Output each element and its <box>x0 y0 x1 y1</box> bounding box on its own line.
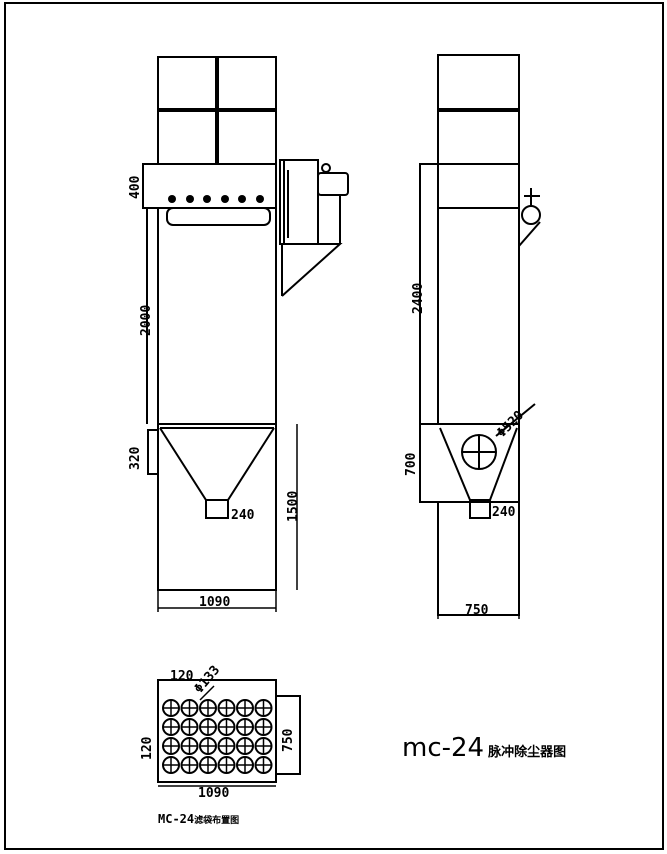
front-dim-hopper: 1500 <box>286 491 301 522</box>
front-support-bracket <box>280 243 343 297</box>
plan-view <box>157 679 301 783</box>
side-dim-body: 2400 <box>411 283 426 314</box>
plan-dim-pitch-x: 120 <box>170 669 194 684</box>
front-hopper-cone <box>159 427 275 501</box>
front-top-panes <box>158 57 276 164</box>
side-outlet <box>469 499 491 519</box>
front-nozzles <box>168 195 264 203</box>
side-dim-hopper: 700 <box>404 452 419 476</box>
front-dimensions <box>157 424 298 612</box>
front-dim-outlet: 240 <box>231 508 255 523</box>
side-body <box>419 163 520 425</box>
plan-dimensions <box>158 685 276 787</box>
front-view <box>142 56 349 591</box>
front-dim-inlet: 320 <box>128 446 143 470</box>
drawing-title-suffix: 脉冲除尘器图 <box>487 744 566 760</box>
side-dim-fan: Φ520 <box>494 408 527 441</box>
front-outlet <box>205 499 229 519</box>
front-blowpipe <box>166 207 271 226</box>
side-fan <box>521 205 541 225</box>
plan-dim-depth: 750 <box>281 728 296 752</box>
side-view <box>419 54 541 616</box>
side-dim-width: 750 <box>465 603 489 618</box>
plan-caption-suffix: 滤袋布置图 <box>194 814 239 826</box>
front-motor <box>317 172 349 196</box>
plan-caption-model: MC-24 <box>158 812 194 826</box>
front-side-box <box>279 159 319 245</box>
front-inlet <box>147 429 159 475</box>
drawing-title-model: mc-24 <box>402 733 484 763</box>
front-dim-top: 400 <box>128 175 143 199</box>
plan-caption: MC-24滤袋布置图 <box>158 812 239 826</box>
plan-bag-grid <box>162 699 273 774</box>
front-dim-body: 2000 <box>139 305 154 336</box>
front-motor-cap <box>321 163 331 173</box>
plan-dim-pitch-y: 120 <box>140 736 155 760</box>
plan-outline <box>157 679 277 783</box>
side-dim-outlet: 240 <box>492 505 516 520</box>
drawing-border <box>4 2 664 850</box>
front-hopper-box <box>157 423 277 591</box>
front-dim-width: 1090 <box>199 595 230 610</box>
plan-dim-width: 1090 <box>198 786 229 801</box>
plan-side-ledge <box>275 695 301 775</box>
side-dimensions <box>437 603 520 619</box>
